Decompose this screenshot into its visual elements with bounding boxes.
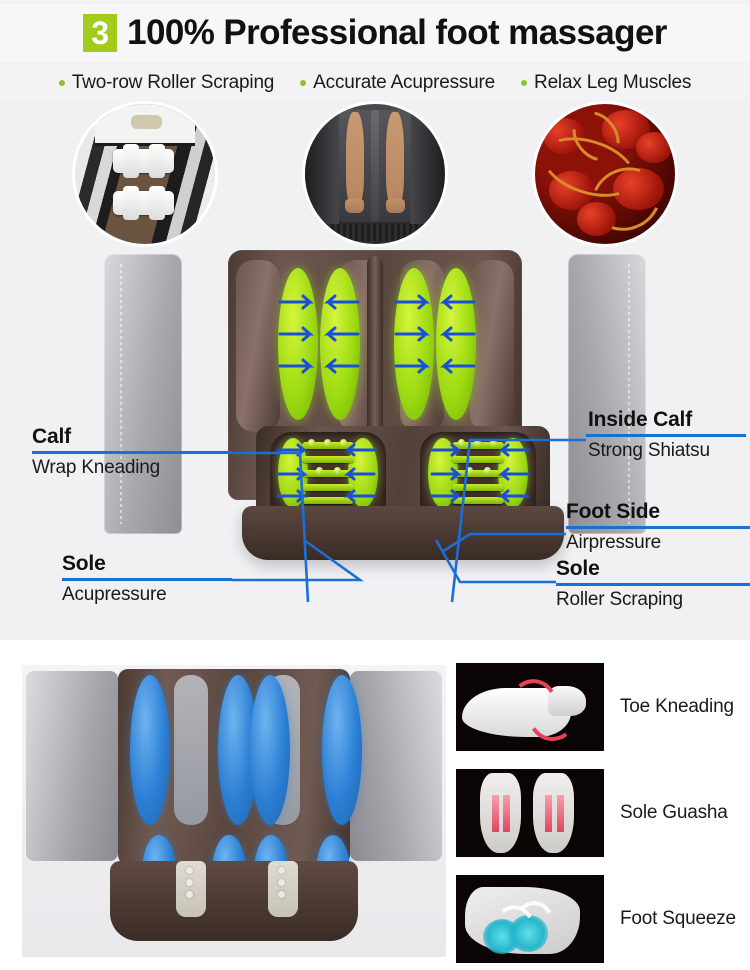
feature-label: Toe Kneading xyxy=(620,696,734,717)
chair-arm-right xyxy=(568,254,646,534)
top-thumbnail-row xyxy=(0,104,750,252)
feature-row-foot-squeeze: Foot Squeeze xyxy=(456,875,736,963)
bottom-section: Toe Kneading Sole Guasha Foot Squeeze xyxy=(0,653,750,970)
foot-squeeze-image xyxy=(456,875,604,963)
toe-kneading-image xyxy=(456,663,604,751)
massage-chair-diagram xyxy=(0,250,750,640)
leg-silhouette xyxy=(174,675,208,825)
feature-row-toe-kneading: Toe Kneading xyxy=(456,663,734,751)
feature-label: Sole Guasha xyxy=(620,802,728,823)
feature-label: Foot Squeeze xyxy=(620,908,736,929)
green-dot-bullet-icon xyxy=(58,80,65,86)
sole-guasha-image xyxy=(456,769,604,857)
callout-subtitle: Wrap Kneading xyxy=(32,457,161,478)
calf-airbag-highlight xyxy=(394,268,434,420)
callout-rule xyxy=(62,578,232,581)
feature-bullet-label: Relax Leg Muscles xyxy=(534,72,692,93)
callout-subtitle: Airpressure xyxy=(566,532,661,553)
chair-legrest xyxy=(228,250,564,560)
callout-rule xyxy=(556,583,750,586)
chair-arm-left xyxy=(26,671,118,861)
callout-subtitle: Acupressure xyxy=(62,584,167,605)
chair-seat-base xyxy=(242,506,564,560)
chair-body xyxy=(104,250,646,590)
callout-title: Inside Calf xyxy=(588,408,692,431)
top-panel: 3 100% Professional foot massager Two-ro… xyxy=(0,0,750,640)
blood-circulation-photo xyxy=(535,104,675,244)
callout-rule xyxy=(32,451,232,454)
calf-airbag-highlight xyxy=(322,675,362,825)
calf-airbag-highlight xyxy=(130,675,170,825)
foot-bones-left xyxy=(176,861,206,917)
green-dot-bullet-icon xyxy=(521,80,528,86)
callout-rule xyxy=(566,526,750,529)
feature-row-sole-guasha: Sole Guasha xyxy=(456,769,728,857)
calf-airbag-highlight xyxy=(250,675,290,825)
page-heading: 3 100% Professional foot massager xyxy=(0,4,750,62)
step-number-badge: 3 xyxy=(83,14,118,52)
feature-bullet-label: Accurate Acupressure xyxy=(313,72,496,93)
feature-bullet-label: Two-row Roller Scraping xyxy=(71,72,275,93)
feature-bullet-1: Accurate Acupressure xyxy=(300,72,495,94)
calf-arrow-group xyxy=(278,294,476,374)
calf-airbag-highlight xyxy=(436,268,476,420)
callout-inside-calf: Inside Calf Strong Shiatsu xyxy=(586,408,746,462)
callout-sole-right: Sole Roller Scraping xyxy=(556,557,750,611)
feature-bullet-0: Two-row Roller Scraping xyxy=(58,72,275,94)
callout-title: Foot Side xyxy=(566,500,660,523)
feature-bullet-list: Two-row Roller Scraping Accurate Acupres… xyxy=(0,66,750,100)
chair-footrest xyxy=(110,861,358,941)
callout-calf: Calf Wrap Kneading xyxy=(32,425,232,479)
legs-in-massager-photo xyxy=(305,104,445,244)
chair-arm-left xyxy=(104,254,182,534)
roller-mechanism-photo xyxy=(75,104,215,244)
callout-title: Calf xyxy=(32,425,71,448)
callout-title: Sole xyxy=(62,552,106,575)
callout-rule xyxy=(586,434,746,437)
green-dot-bullet-icon xyxy=(300,80,307,86)
callout-sole-left: Sole Acupressure xyxy=(62,552,232,606)
page-title: 100% Professional foot massager xyxy=(127,13,667,52)
foot-bones-right xyxy=(268,861,298,917)
chair-arm-right xyxy=(350,671,442,861)
callout-subtitle: Roller Scraping xyxy=(556,589,683,610)
feature-bullet-2: Relax Leg Muscles xyxy=(521,72,691,94)
calf-airbag-highlight xyxy=(320,268,360,420)
callout-subtitle: Strong Shiatsu xyxy=(588,440,710,461)
calf-airbag-highlight xyxy=(278,268,318,420)
callout-title: Sole xyxy=(556,557,600,580)
callout-foot-side: Foot Side Airpressure xyxy=(566,500,750,554)
massage-chair-airbag-diagram xyxy=(22,665,446,957)
